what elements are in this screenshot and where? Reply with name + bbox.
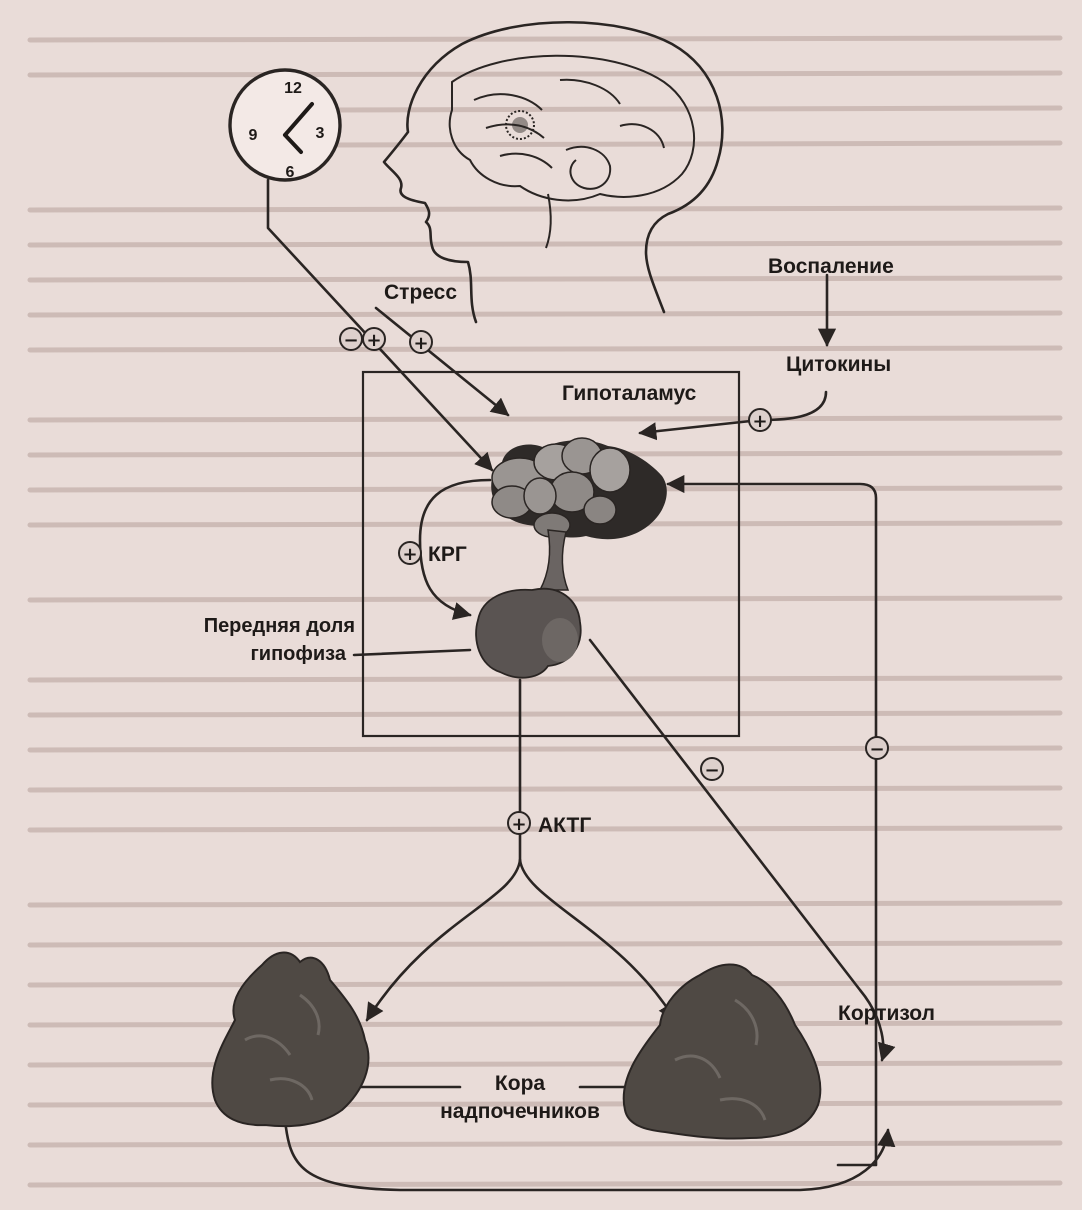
plus-sign-stress: + (410, 331, 432, 354)
svg-text:−: − (343, 330, 358, 351)
pituitary-gland-shape (476, 530, 581, 678)
plus-sign-acth: + (508, 812, 530, 835)
svg-text:+: + (366, 330, 381, 351)
acth-label: АКТГ (538, 814, 591, 837)
plus-sign-clock: + (363, 328, 385, 351)
minus-sign-clock: − (340, 328, 362, 351)
svg-text:+: + (752, 411, 767, 432)
stress-label: Стресс (384, 281, 457, 304)
inflammation-label: Воспаление (768, 255, 894, 278)
minus-sign-hypothalamus-feedback: − (866, 737, 888, 760)
clock-number-6: 6 (286, 164, 295, 181)
clock-number-12: 12 (284, 80, 302, 97)
clock-number-3: 3 (316, 125, 325, 142)
crh-label: КРГ (428, 543, 467, 566)
svg-text:−: − (704, 760, 719, 781)
adrenal-label-line2: надпочечников (440, 1100, 600, 1123)
adrenal-gland-left-shape (212, 953, 368, 1127)
hypothalamus-label: Гипоталамус (562, 382, 697, 405)
plus-sign-cytokines: + (749, 409, 771, 432)
svg-text:−: − (869, 739, 884, 760)
svg-text:+: + (511, 814, 526, 835)
clock-icon: 12 3 6 9 (230, 70, 340, 181)
clock-number-9: 9 (249, 127, 258, 144)
svg-text:+: + (413, 333, 428, 354)
pituitary-label-line1: Передняя доля (204, 615, 355, 637)
plus-sign-crh: + (399, 542, 421, 565)
cytokines-label: Цитокины (786, 353, 891, 376)
cortisol-label: Кортизол (838, 1002, 935, 1025)
pituitary-label-line2: гипофиза (250, 643, 346, 665)
minus-sign-pituitary-feedback: − (701, 758, 723, 781)
svg-text:+: + (402, 544, 417, 565)
adrenal-label-line1: Кора (495, 1072, 545, 1095)
